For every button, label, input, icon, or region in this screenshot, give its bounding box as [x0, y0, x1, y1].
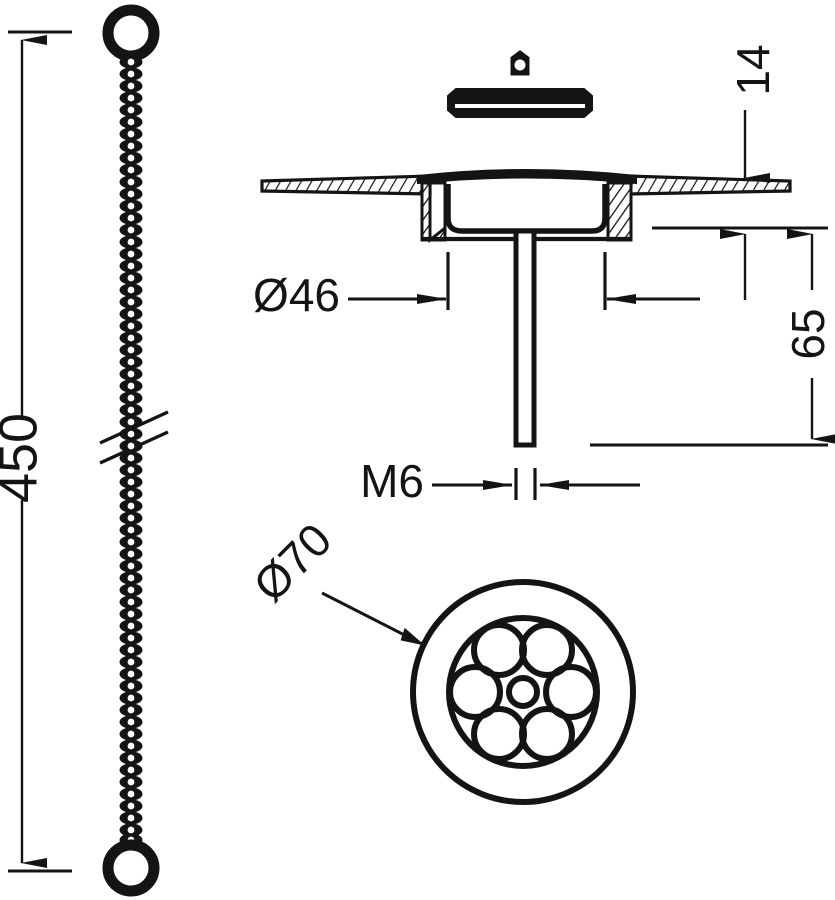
dimension-label-rod-depth: 65 [782, 308, 834, 359]
waste-body-section [417, 169, 637, 244]
strainer-hole-center [506, 675, 540, 709]
strainer-hole-3 [543, 664, 599, 720]
chain-elevation-view: 450 [0, 4, 169, 897]
dimension-flange-thickness: 14 [727, 44, 779, 183]
sink-deck-right [626, 174, 792, 196]
dimension-label-chain-length: 450 [0, 413, 48, 503]
waste-rim-flange [417, 169, 637, 185]
strainer-hole-2 [519, 622, 575, 678]
dimension-label-bore-diameter: Ø46 [253, 269, 340, 321]
strainer-outer-rim [410, 579, 636, 805]
stopper-body [447, 88, 593, 118]
dimension-rod-depth: 65 [590, 226, 835, 447]
sink-deck-left [260, 174, 432, 196]
waste-wall-right [606, 181, 633, 242]
chain-bottom-ring [102, 839, 160, 897]
strainer-hole-5 [471, 706, 527, 762]
strainer-hole-6 [447, 664, 503, 720]
threaded-rod [513, 228, 537, 448]
waste-section-view: Ø46 M6 14 65 [253, 44, 835, 507]
stopper-eyelet-hole [514, 59, 526, 71]
dimension-thread-size: M6 [360, 455, 640, 507]
strainer-holes [447, 622, 599, 762]
strainer-leader-line [321, 591, 425, 647]
dimension-label-flange-thickness: 14 [727, 44, 779, 95]
stopper-plug [447, 50, 593, 118]
dimension-bore-diameter: Ø46 [253, 252, 700, 321]
threaded-rod-body [513, 228, 537, 448]
dimension-label-thread-size: M6 [360, 455, 424, 507]
